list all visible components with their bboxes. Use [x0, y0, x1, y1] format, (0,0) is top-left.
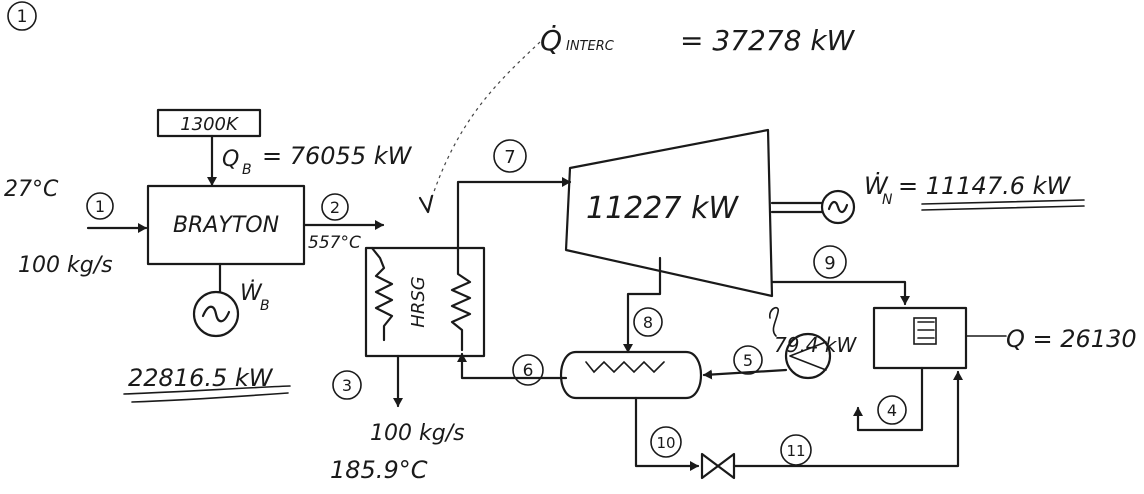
state-7-label: 7 [504, 147, 515, 168]
net-work-label: Ẇ N = 11147.6 kW [864, 171, 1072, 208]
brayton-work-underline-2 [131, 392, 289, 403]
turbine-generator [820, 189, 856, 225]
deaerator-spray-icon [585, 360, 665, 374]
combustion-temp-box: 1300K [156, 108, 262, 138]
interc-subscript: INTERC [566, 39, 615, 54]
figure-number-marker: 1 [7, 1, 37, 31]
exhaust-temp: 185.9°C [330, 456, 428, 484]
wb-subscript: B [260, 298, 270, 314]
state-11-label: 11 [786, 442, 805, 460]
wn-value: = 11147.6 kW [898, 172, 1072, 200]
state-7-marker: 7 [493, 139, 527, 173]
state-8-label: 8 [643, 313, 653, 332]
state-4-marker: 4 [877, 395, 907, 425]
interc-q-symbol: Q̇ [540, 24, 562, 57]
wn-subscript: N [882, 192, 893, 208]
pump-discharge-arrow [702, 368, 788, 380]
heat-input-label: Q B = 76055 kW [222, 142, 413, 178]
exhaust-flow: 100 kg/s [370, 421, 465, 446]
state-5-label: 5 [743, 351, 753, 370]
hrsg-hot-coil [370, 246, 394, 342]
interc-leader-line [427, 41, 541, 211]
brayton-generator [192, 290, 240, 338]
qb-value: = 76055 kW [262, 142, 413, 170]
brayton-work-underline-1 [123, 385, 291, 395]
state-6-marker: 6 [512, 354, 544, 386]
state-2-label: 2 [330, 198, 340, 217]
steam-turbine [564, 128, 774, 298]
state-1-label: 1 [95, 197, 105, 216]
steam-line-7 [456, 177, 572, 252]
wb-symbol: Ẇ [240, 280, 263, 306]
state-11-marker: 11 [780, 434, 812, 466]
net-work-underline-1 [921, 199, 1085, 205]
state-6-label: 6 [523, 361, 534, 381]
interc-heat-label: Q̇ INTERC = 37278 kW [540, 24, 856, 57]
deaerator-vessel [559, 350, 703, 400]
turbine-generator-icon [827, 200, 849, 214]
feed-pump [784, 332, 832, 380]
state-2-marker: 2 [321, 193, 349, 221]
state-4-label: 4 [887, 401, 897, 420]
condenser-coil-box [913, 317, 937, 345]
turbine-exhaust-line-9 [770, 280, 910, 306]
brayton-label: BRAYTON [173, 213, 279, 238]
condenser-heat: Q = 26130 kW [1006, 325, 1144, 353]
state-3-marker: 3 [332, 370, 362, 400]
condenser-coil-icon [917, 321, 935, 339]
wb-label: Ẇ B [240, 280, 270, 314]
brayton-out-temp: 557°C [308, 233, 361, 253]
feedwater-line-6 [457, 352, 568, 380]
interc-value: = 37278 kW [680, 24, 856, 57]
extraction-line-8 [623, 256, 662, 354]
inlet-temp: 27°C [4, 177, 59, 202]
state-9-marker: 9 [813, 245, 847, 279]
state-3-label: 3 [342, 376, 352, 395]
hrsg-label: HRSG [408, 276, 429, 327]
drain-line-10 [634, 396, 700, 471]
wn-symbol: Ẇ [864, 171, 889, 200]
state-9-label: 9 [824, 253, 835, 274]
qb-symbol: Q [222, 147, 239, 172]
brayton-generator-icon [201, 305, 231, 323]
figure-number: 1 [17, 7, 28, 27]
state-8-marker: 8 [633, 307, 663, 337]
pump-power: 79.4 kW [774, 333, 857, 357]
interc-leader-arrowhead [418, 194, 434, 214]
hrsg-cold-coil [450, 248, 472, 352]
net-work-underline-2 [921, 205, 1085, 211]
inlet-flow: 100 kg/s [18, 253, 113, 278]
state-5-marker: 5 [733, 345, 763, 375]
turbine-power: 11227 kW [586, 191, 739, 226]
state-1-marker: 1 [86, 192, 114, 220]
condensate-line-4 [853, 366, 924, 432]
pump-icon [789, 341, 827, 371]
state-10-marker: 10 [650, 426, 682, 458]
condenser-block [872, 306, 968, 370]
throttle-valve [700, 452, 736, 480]
pump-work-squiggle [769, 306, 779, 337]
state-10-label: 10 [656, 434, 675, 452]
qb-subscript: B [242, 162, 252, 178]
drain-line-11 [732, 370, 963, 468]
combustion-temp: 1300K [180, 114, 239, 135]
hrsg-block [364, 246, 486, 358]
